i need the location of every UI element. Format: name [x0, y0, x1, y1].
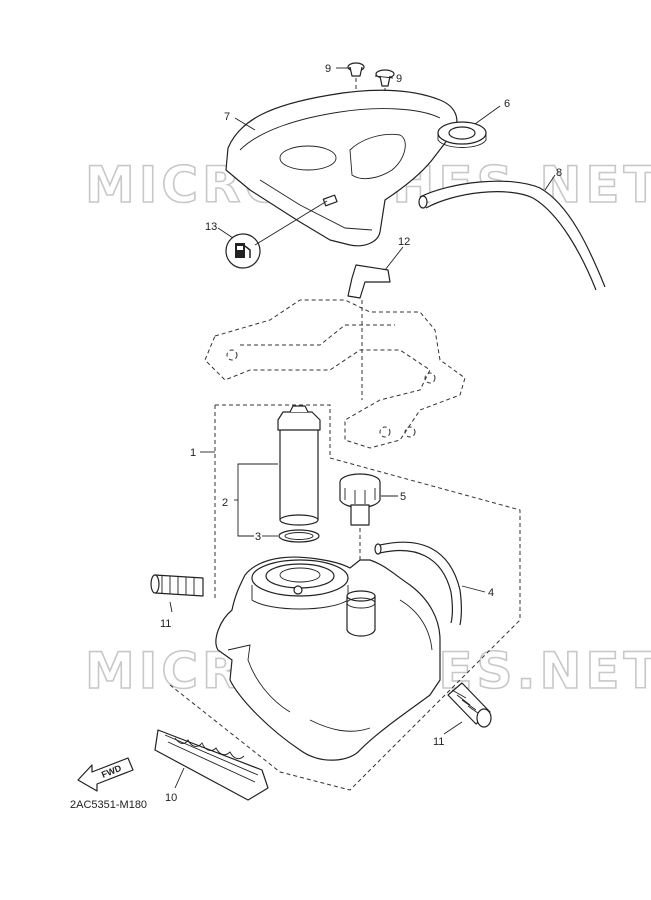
callout-12: 12	[398, 236, 410, 248]
callout-6: 6	[504, 98, 510, 110]
callout-3: 3	[255, 531, 261, 543]
fuel-hose[interactable]	[374, 541, 463, 626]
grommet[interactable]	[437, 121, 487, 148]
diagram-code: 2AC5351-M180	[70, 799, 147, 811]
o-ring[interactable]	[278, 529, 320, 543]
callout-5: 5	[400, 491, 406, 503]
callout-4: 4	[488, 587, 494, 599]
callout-11a: 11	[160, 618, 171, 630]
callout-9b: 9	[396, 73, 402, 85]
callout-13: 13	[205, 221, 217, 233]
callout-10: 10	[165, 792, 177, 804]
fwd-arrow: FWD	[77, 757, 134, 792]
callouts: 9 9 7 6 8 13 12 1 2 3 5 4 11 11 10	[160, 63, 562, 804]
callout-9a: 9	[325, 63, 331, 75]
cushion-strip[interactable]	[154, 729, 269, 801]
callout-1: 1	[190, 447, 196, 459]
frame-reference	[204, 299, 466, 449]
damper-right[interactable]	[447, 682, 492, 728]
callout-2: 2	[222, 497, 228, 509]
fuel-pump-icon	[235, 243, 245, 258]
fuel-cap[interactable]	[339, 473, 381, 585]
tank-cover[interactable]	[225, 89, 458, 247]
callout-7: 7	[224, 111, 230, 123]
hose-bracket[interactable]	[347, 264, 391, 299]
fuel-label[interactable]	[225, 233, 261, 269]
callout-8: 8	[556, 167, 562, 179]
damper-left[interactable]	[150, 574, 204, 597]
breather-hose[interactable]	[418, 180, 606, 291]
fuel-sender-unit[interactable]	[277, 405, 321, 526]
fuel-tank[interactable]	[215, 556, 441, 761]
callout-11b: 11	[433, 736, 444, 748]
screw-right[interactable]	[375, 69, 395, 125]
